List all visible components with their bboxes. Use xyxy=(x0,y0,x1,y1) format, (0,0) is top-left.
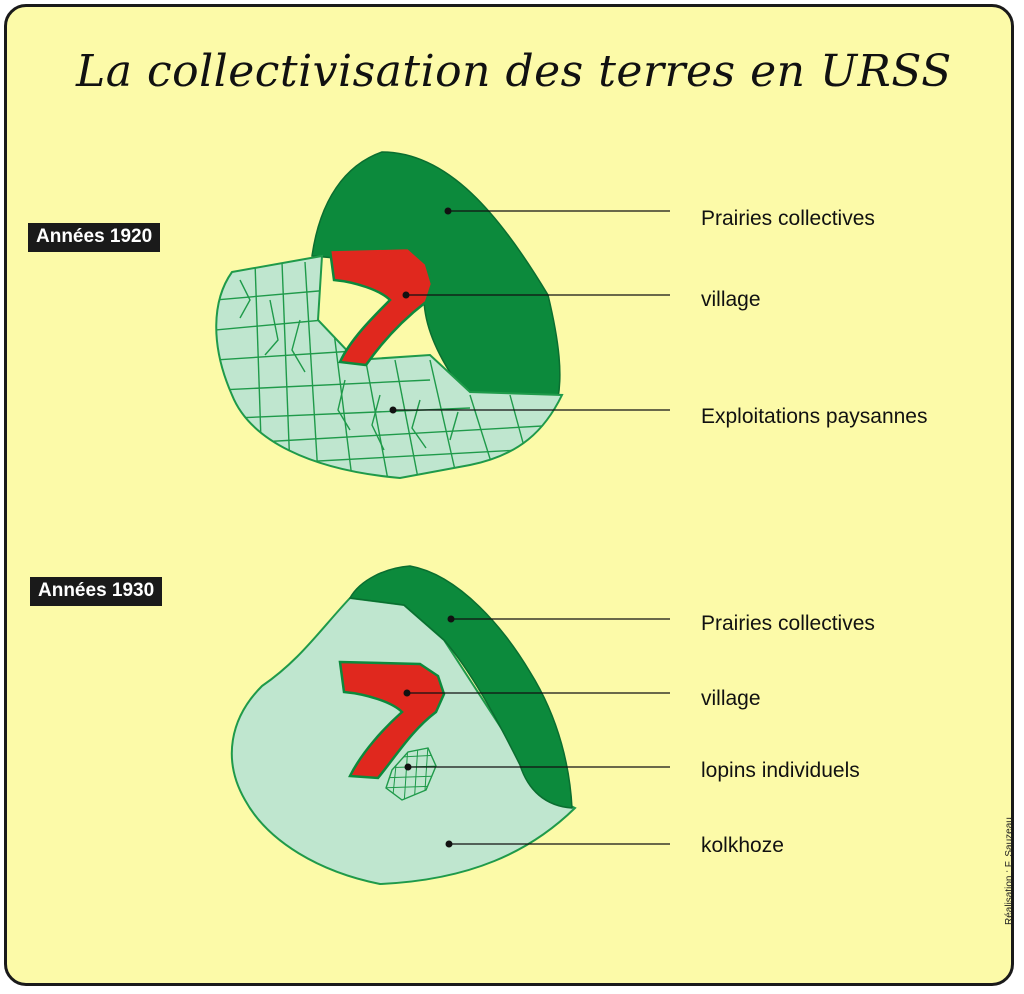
leader-dot xyxy=(445,840,453,848)
village-shape-1930 xyxy=(338,660,446,780)
village-shape-1920 xyxy=(328,246,434,367)
label-village-1930: village xyxy=(701,687,761,710)
panel-1920-map xyxy=(215,151,564,480)
period-badge-1920: Années 1920 xyxy=(28,223,161,252)
label-prairies-1920: Prairies collectives xyxy=(701,207,875,230)
label-village-1920: village xyxy=(701,288,761,311)
label-lopins-1930: lopins individuels xyxy=(701,759,860,782)
leader-dot xyxy=(404,763,412,771)
leader-dot xyxy=(447,615,455,623)
leader-dot xyxy=(389,406,397,414)
label-prairies-1930: Prairies collectives xyxy=(701,612,875,635)
label-kolkhoze-1930: kolkhoze xyxy=(701,834,784,857)
diagram-title: La collectivisation des terres en URSS xyxy=(76,46,952,97)
leader-dot xyxy=(402,291,410,299)
panel-1930-leaders xyxy=(407,618,670,845)
prairies-area-1930 xyxy=(348,565,573,809)
period-badge-1930: Années 1930 xyxy=(30,577,163,606)
leader-dot xyxy=(444,207,452,215)
leader-dot xyxy=(403,689,411,697)
author-credit: Réalisation : F. Sauzeau xyxy=(1004,817,1015,925)
parcel-grid-1920 xyxy=(216,261,561,478)
label-exploitations-1920: Exploitations paysannes xyxy=(701,405,928,428)
exploitations-area-1920 xyxy=(215,254,564,480)
panel-1920-leaders xyxy=(393,210,670,411)
panel-1930-map xyxy=(230,565,577,886)
